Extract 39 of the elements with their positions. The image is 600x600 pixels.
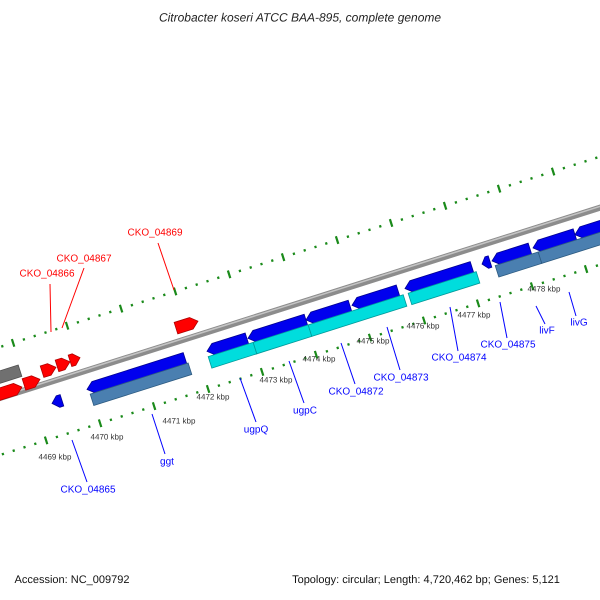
gene-label: CKO_04873 — [373, 372, 429, 384]
leader-line — [386, 326, 400, 370]
gene-label: CKO_04865 — [60, 484, 116, 496]
leader-line — [72, 440, 88, 482]
gene-label: CKO_04866 — [19, 268, 75, 280]
axis-tick-label: 4477 kbp — [458, 312, 490, 320]
gene-label: CKO_04872 — [328, 386, 384, 398]
leader-line — [536, 306, 546, 324]
leader-line — [500, 302, 508, 338]
leader-line — [50, 284, 52, 332]
gene-label: CKO_04869 — [127, 228, 183, 238]
leader-line — [568, 292, 576, 316]
gene-label: CKO_04875 — [480, 340, 536, 350]
gene-label: livG — [570, 318, 588, 328]
axis-tick-label: 4476 kbp — [406, 322, 440, 332]
axis-tick-label: 4474 kbp — [302, 356, 336, 364]
footer-text: Topology: circular; Length: 4,720,462 bp; Genes: 5,121 — [292, 574, 560, 586]
gene-label: CKO_04874 — [431, 352, 487, 364]
axis-tick-label: 4473 kbp — [260, 376, 292, 386]
leader-line — [340, 342, 356, 384]
leader-line — [152, 414, 166, 454]
gene-label: CKO_04867 — [56, 254, 112, 264]
leader-line — [158, 242, 174, 290]
axis-tick-label: 4478 kbp — [528, 286, 560, 294]
footer-text: Accession: NC_009792 — [14, 574, 130, 586]
leader-line — [240, 378, 256, 422]
title: Citrobacter koseri ATCC BAA-895, complete genome — [158, 11, 442, 25]
axis-tick-label: 4472 kbp — [196, 394, 230, 402]
gene-label: ugpC — [293, 406, 317, 416]
gene-label: livF — [539, 326, 555, 336]
axis-tick-label: 4475 kbp — [356, 338, 390, 346]
leader-line — [62, 268, 84, 328]
axis-tick-label: 4471 kbp — [162, 418, 196, 426]
axis-tick-label: 4469 kbp — [38, 454, 72, 462]
gene-label: ugpQ — [244, 424, 268, 436]
leader-line — [288, 360, 304, 404]
gene-label: ggt — [160, 456, 174, 468]
leader-line — [450, 306, 458, 352]
axis-tick-label: 4470 kbp — [90, 434, 124, 442]
